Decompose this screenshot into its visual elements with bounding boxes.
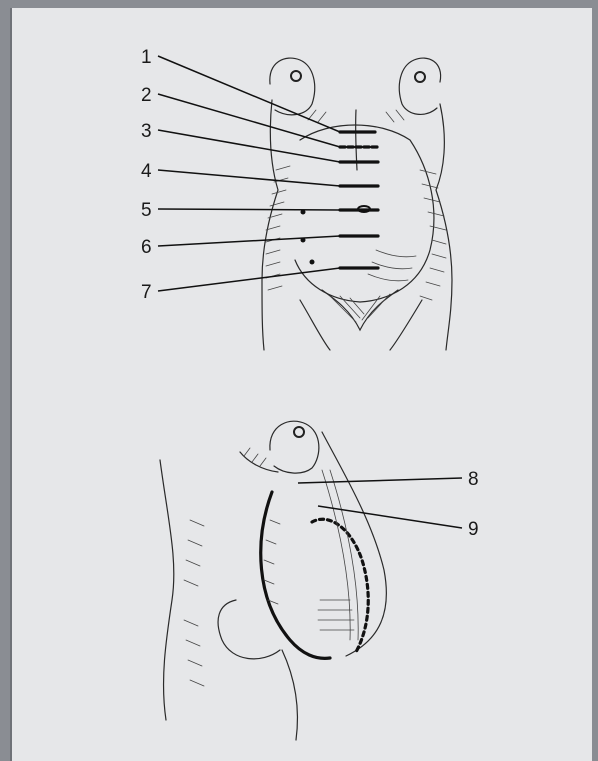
label-2: 2 [141,85,152,106]
fundus-curve [261,492,330,658]
back-hatch [184,520,204,686]
inner-line-b [330,470,358,640]
label-6: 6 [141,237,152,258]
left-nipple [291,71,301,81]
label-9: 9 [468,519,479,540]
label-7: 7 [141,282,152,303]
lower-belly-hatch [318,600,354,630]
left-flank-hatch [266,166,290,290]
front-torso-figure [158,56,452,350]
torso-right-outline [436,104,452,350]
inner-line-a [322,470,350,640]
right-breast-outline [399,58,440,114]
leader-3 [158,130,340,162]
arm-line [240,452,278,472]
leg-line [282,650,297,740]
label-4: 4 [141,161,152,182]
right-nipple [415,72,425,82]
left-thigh-line [300,300,330,350]
leader-7 [158,268,340,291]
side-torso-figure [160,421,462,740]
leader-4 [158,170,340,186]
leader-8 [298,478,462,483]
right-thigh-line [390,300,422,350]
belly-hatch [368,250,416,281]
label-3: 3 [141,121,152,142]
arm-hatch [244,448,266,466]
dot-marker-c [310,260,315,265]
belly-contour [295,125,434,302]
torso-left-outline [262,100,278,350]
label-8: 8 [468,469,479,490]
leader-5 [158,209,340,210]
side-nipple [294,427,304,437]
leader-6 [158,236,340,246]
back-outline [160,460,174,720]
label-5: 5 [141,200,152,221]
label-1: 1 [141,47,152,68]
